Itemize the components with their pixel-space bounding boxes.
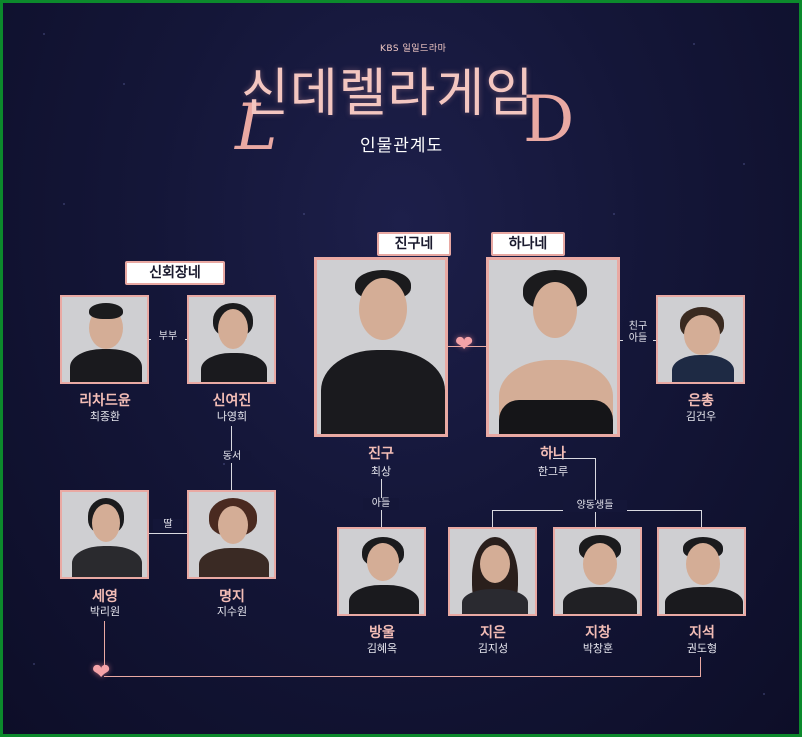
rel-couple: 부부 bbox=[151, 331, 185, 343]
line-jingu-hana bbox=[448, 346, 486, 347]
name-eunchong: 은총 bbox=[688, 393, 714, 409]
photo-jingu bbox=[314, 257, 448, 437]
group-tag-hana: 하나네 bbox=[491, 232, 565, 256]
rel-adopted-siblings: 양동생들 bbox=[563, 500, 627, 512]
name-myungji: 명지 bbox=[219, 589, 245, 605]
line-hana-siblings-h bbox=[553, 458, 595, 459]
name-bangul: 방울 bbox=[369, 625, 395, 641]
actor-yeojin: 나영희 bbox=[216, 410, 248, 423]
actor-jichang: 박창훈 bbox=[582, 642, 614, 655]
line-love-bottom bbox=[104, 676, 700, 677]
group-tag-jingu: 진구네 bbox=[377, 232, 451, 256]
name-seyoung: 세영 bbox=[92, 589, 118, 605]
line-sibling-jieun bbox=[492, 510, 493, 527]
actor-jieun: 김지성 bbox=[477, 642, 509, 655]
heart-icon: ❤ bbox=[455, 332, 474, 357]
photo-jichang bbox=[553, 527, 642, 616]
title-ornament-l: L bbox=[235, 91, 278, 165]
photo-seyoung bbox=[60, 490, 149, 579]
line-love-left bbox=[104, 621, 105, 666]
actor-jiseok: 권도형 bbox=[686, 642, 718, 655]
kbs-logo: KBS 일일드라마 bbox=[380, 44, 447, 54]
title-ornament-d: D bbox=[523, 83, 575, 157]
drama-title: 신데렐라게임 bbox=[241, 64, 535, 124]
photo-myungji bbox=[187, 490, 276, 579]
name-richard: 리차드윤 bbox=[79, 393, 131, 409]
photo-jieun bbox=[448, 527, 537, 616]
rel-son: 아들 bbox=[363, 498, 399, 510]
actor-hana: 한그루 bbox=[537, 465, 569, 478]
line-love-right bbox=[700, 657, 701, 677]
heart-icon: ❤ bbox=[92, 660, 111, 685]
name-yeojin: 신여진 bbox=[212, 393, 252, 409]
actor-bangul: 김혜옥 bbox=[366, 642, 398, 655]
line-daughter bbox=[149, 533, 187, 534]
name-jiseok: 지석 bbox=[689, 625, 715, 641]
actor-jingu: 최상 bbox=[370, 465, 392, 478]
group-tag-shin: 신회장네 bbox=[125, 261, 225, 285]
photo-richard bbox=[60, 295, 149, 384]
line-sibling-jichang bbox=[595, 510, 596, 527]
rel-friend-son: 친구 아들 bbox=[623, 321, 653, 345]
name-jichang: 지창 bbox=[585, 625, 611, 641]
photo-eunchong bbox=[656, 295, 745, 384]
actor-seyoung: 박리원 bbox=[89, 605, 121, 618]
actor-eunchong: 김건우 bbox=[685, 410, 717, 423]
photo-bangul bbox=[337, 527, 426, 616]
actor-richard: 최종환 bbox=[89, 410, 121, 423]
relationship-chart: KBS 일일드라마 L D 신데렐라게임 인물관계도 신회장네 진구네 하나네 … bbox=[3, 3, 799, 734]
name-hana: 하나 bbox=[540, 446, 566, 462]
name-jieun: 지은 bbox=[480, 625, 506, 641]
line-sibling-jiseok bbox=[701, 510, 702, 527]
photo-yeojin bbox=[187, 295, 276, 384]
rel-daughter: 딸 bbox=[153, 519, 183, 531]
chart-subtitle: 인물관계도 bbox=[360, 136, 444, 156]
name-jingu: 진구 bbox=[368, 446, 394, 462]
line-hana-siblings-v bbox=[595, 458, 596, 510]
rel-son-in-law: 동서 bbox=[213, 451, 251, 463]
photo-jiseok bbox=[657, 527, 746, 616]
actor-myungji: 지수원 bbox=[216, 605, 248, 618]
photo-hana bbox=[486, 257, 620, 437]
